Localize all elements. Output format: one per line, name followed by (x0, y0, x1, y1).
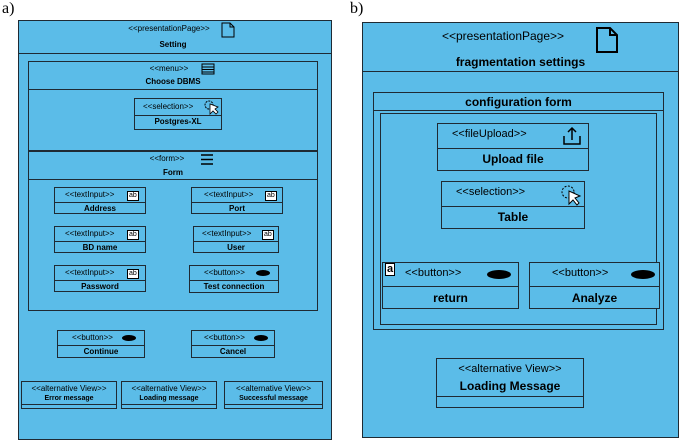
input-user[interactable]: <<textInput>> ab User (193, 226, 279, 253)
form-body (380, 113, 657, 325)
page-title: fragmentation settings (455, 55, 586, 69)
page-stereotype: <<presentationPage>> (128, 24, 210, 33)
button-label: Continue (83, 347, 119, 356)
input-stereotype: <<textInput>> (65, 268, 115, 277)
selection-title: Postgres-XL (154, 117, 202, 126)
text-input-icon: ab (127, 191, 139, 201)
button-label: Test connection (203, 282, 265, 291)
input-stereotype: <<textInput>> (202, 229, 252, 238)
selection-table[interactable]: <<selection>> Table (441, 181, 585, 229)
alt-view-loading: <<alternative View>> Loading message (121, 381, 217, 409)
alt-view-title: Successful message (239, 395, 308, 402)
input-label: Password (81, 282, 119, 291)
form-container: <<form>> Form <<textInput>> ab Address <… (28, 151, 318, 311)
form-title: Form (163, 168, 183, 177)
panel-a-label: a) (2, 0, 15, 17)
selection-stereotype: <<selection>> (456, 186, 526, 198)
menu-choose-dbms: <<menu>> Choose DBMS <<selection>> Postg… (28, 61, 318, 151)
upload-icon (563, 126, 581, 145)
input-bd-name[interactable]: <<textInput>> ab BD name (54, 226, 146, 253)
text-input-icon: ab (265, 191, 277, 201)
menu-title: Choose DBMS (145, 77, 201, 86)
cancel-button[interactable]: <<button>> Cancel (191, 330, 275, 358)
alt-view-successful: <<alternative View>> Successful message (224, 381, 323, 409)
input-label: Port (229, 204, 245, 213)
button-icon (256, 270, 270, 276)
alt-view-stereotype: <<alternative View>> (235, 384, 311, 393)
button-icon (254, 335, 268, 341)
button-label: Cancel (219, 347, 247, 356)
upload-title: Upload file (482, 152, 544, 166)
button-stereotype: <<button>> (72, 333, 113, 342)
alt-view-title: Loading message (139, 395, 199, 402)
form-stereotype: <<form>> (149, 154, 185, 163)
alt-view-loading-message: <<alternative View>> Loading Message (436, 358, 584, 408)
menu-icon (201, 63, 215, 75)
cursor-selection-icon (204, 100, 219, 115)
button-icon (631, 270, 655, 279)
alt-view-error: <<alternative View>> Error message (21, 381, 117, 409)
selection-stereotype: <<selection>> (143, 102, 194, 111)
button-icon (122, 335, 136, 341)
alt-view-stereotype: <<alternative View>> (131, 384, 207, 393)
page-icon (221, 22, 235, 38)
button-label: Analyze (571, 291, 618, 305)
button-icon (487, 270, 511, 279)
text-input-icon: ab (127, 269, 139, 279)
input-stereotype: <<textInput>> (65, 190, 115, 199)
upload-stereotype: <<fileUpload>> (452, 128, 527, 140)
page-stereotype: <<presentationPage>> (441, 29, 565, 43)
setting-page: <<presentationPage>> Setting <<menu>> Ch… (18, 20, 332, 440)
button-label: return (433, 291, 468, 305)
analyze-button[interactable]: <<button>> Analyze (529, 262, 660, 309)
alt-view-title: Error message (44, 395, 94, 402)
form-icon (201, 154, 213, 165)
continue-button[interactable]: <<button>> Continue (57, 330, 145, 358)
page-title: Setting (159, 40, 187, 49)
cursor-selection-icon (561, 185, 582, 206)
fragmentation-page: <<presentationPage>> fragmentation setti… (362, 22, 679, 438)
input-label: User (227, 243, 245, 252)
input-address[interactable]: <<textInput>> ab Address (54, 187, 146, 214)
panel-b-label: b) (350, 0, 364, 17)
upload-file[interactable]: <<fileUpload>> Upload file (437, 123, 589, 171)
alt-view-title: Loading Message (459, 379, 561, 393)
alt-view-stereotype: <<alternative View>> (458, 363, 562, 375)
button-stereotype: <<button>> (405, 267, 462, 279)
text-input-icon: ab (262, 230, 274, 240)
input-stereotype: <<textInput>> (204, 190, 254, 199)
page-icon (596, 27, 618, 53)
selection-title: Table (497, 210, 529, 224)
selection-postgres[interactable]: <<selection>> Postgres-XL (134, 98, 222, 130)
text-input-icon: ab (127, 230, 139, 240)
button-stereotype: <<button>> (204, 333, 245, 342)
configuration-form: configuration form <<fileUpload>> Upload… (373, 92, 664, 330)
menu-stereotype: <<menu>> (149, 64, 189, 73)
test-connection-button[interactable]: <<button>> Test connection (189, 265, 279, 293)
input-port[interactable]: <<textInput>> ab Port (191, 187, 283, 214)
input-password[interactable]: <<textInput>> ab Password (54, 265, 146, 292)
input-stereotype: <<textInput>> (65, 229, 115, 238)
form-title: configuration form (465, 95, 572, 109)
input-label: BD name (82, 243, 118, 252)
alt-view-stereotype: <<alternative View>> (31, 384, 107, 393)
button-stereotype: <<button>> (552, 267, 609, 279)
text-badge-icon: a (385, 263, 396, 276)
button-stereotype: <<button>> (204, 268, 245, 277)
return-button[interactable]: a <<button>> return (382, 262, 519, 309)
input-label: Address (83, 204, 116, 213)
